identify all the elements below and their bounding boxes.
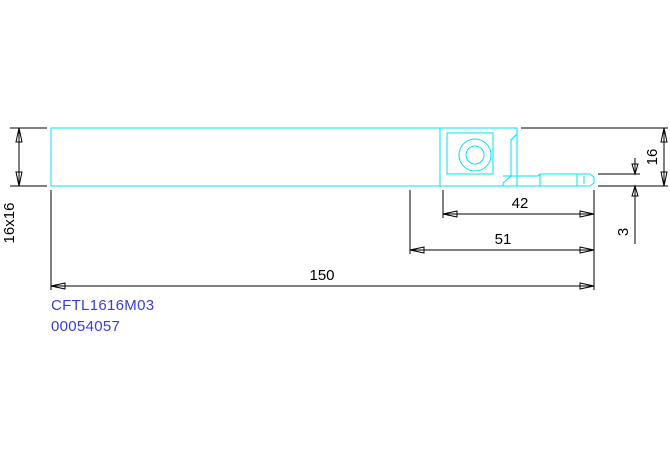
item-code-label: 00054057 xyxy=(51,318,120,335)
dim-label-3: 3 xyxy=(615,228,632,236)
shank-body xyxy=(50,127,518,187)
dimension-42: 42 xyxy=(442,195,595,218)
dimension-51: 51 xyxy=(409,231,595,254)
insert-blade xyxy=(503,173,595,187)
clamp-screw-outer xyxy=(458,138,492,172)
dim-label-16: 16 xyxy=(644,149,661,166)
dim-label-16x16: 16x16 xyxy=(1,203,18,244)
part-labels: CFTL1616M03 00054057 xyxy=(51,297,154,335)
dimension-16: 16 xyxy=(644,127,668,187)
dimension-3: 3 xyxy=(615,158,639,244)
dim-label-42: 42 xyxy=(512,195,529,212)
head-inner-pocket xyxy=(446,132,494,175)
dimension-16x16: 16x16 xyxy=(1,127,23,244)
dimension-150: 150 xyxy=(50,267,595,290)
part-number-label: CFTL1616M03 xyxy=(51,297,154,314)
dim-label-150: 150 xyxy=(309,267,334,284)
dimensions: 150 51 42 16x16 16 xyxy=(1,127,668,290)
clamp-screw-inner xyxy=(465,145,485,165)
dim-label-51: 51 xyxy=(495,231,512,248)
tool-geometry xyxy=(50,127,595,187)
head-outline xyxy=(440,127,518,186)
